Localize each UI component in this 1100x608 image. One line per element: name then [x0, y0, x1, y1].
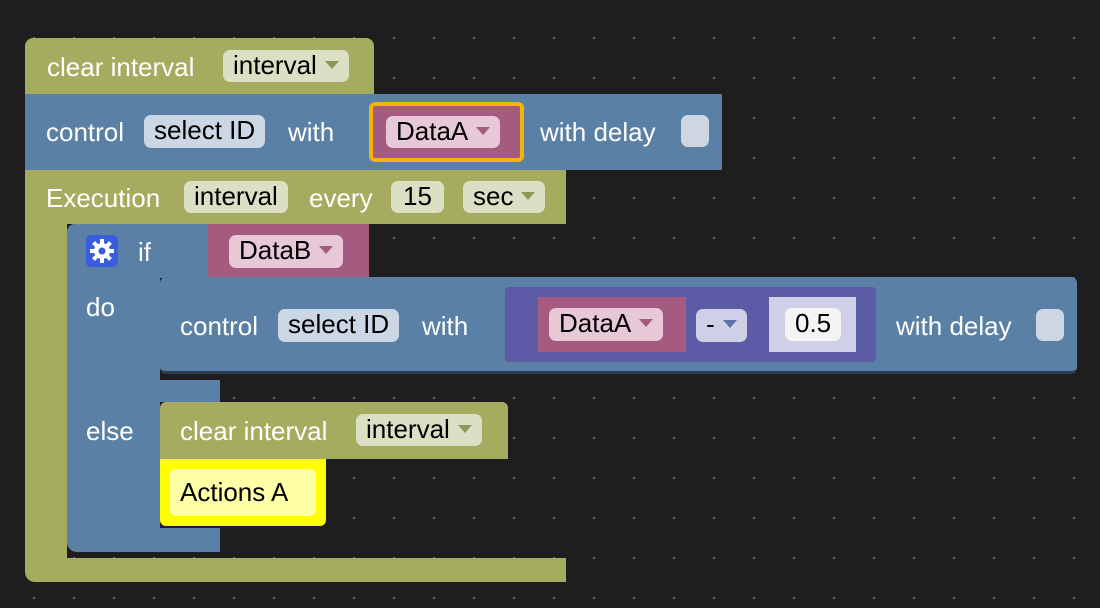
with-delay-label: with delay: [896, 311, 1012, 341]
select-id-dropdown[interactable]: select ID: [144, 115, 266, 148]
condition-variable-block[interactable]: DataB: [208, 224, 369, 278]
select-id-dropdown[interactable]: select ID: [278, 309, 400, 342]
chevron-down-icon: [639, 319, 654, 328]
every-value-field[interactable]: 15: [391, 181, 444, 213]
with-delay-checkbox[interactable]: [1036, 309, 1064, 341]
if-else-footer: [67, 528, 220, 552]
with-label: with: [288, 117, 335, 147]
number-field[interactable]: 0.5: [785, 308, 842, 341]
interval-dropdown[interactable]: interval: [223, 50, 349, 82]
control-label: control: [180, 311, 259, 341]
dataa-variable-dropdown[interactable]: DataA: [386, 116, 501, 148]
with-delay-checkbox[interactable]: [681, 115, 709, 147]
operator-dropdown[interactable]: -: [696, 309, 747, 342]
else-label: else: [86, 416, 134, 446]
execution-block-arm: [25, 224, 67, 560]
clear-interval-label: clear interval: [180, 416, 328, 446]
if-else-divider: [67, 380, 220, 402]
interval-dropdown[interactable]: interval: [356, 414, 482, 446]
every-label: every: [309, 183, 373, 213]
left-operand-block[interactable]: DataA: [538, 297, 686, 352]
arithmetic-block[interactable]: DataA - 0.5: [505, 287, 876, 362]
chevron-down-icon: [722, 320, 737, 329]
chevron-down-icon: [457, 425, 472, 434]
do-control-block[interactable]: control select ID with DataA - 0.5 with …: [160, 277, 1077, 374]
selected-variable-block[interactable]: DataA: [369, 102, 524, 162]
actions-a-label: Actions A: [180, 477, 289, 507]
chevron-down-icon: [521, 192, 536, 201]
chevron-down-icon: [324, 61, 339, 70]
chevron-down-icon: [476, 127, 491, 136]
if-label: if: [138, 237, 151, 267]
execution-label: Execution: [46, 183, 161, 213]
unit-dropdown[interactable]: sec: [463, 181, 546, 213]
dataa-variable-dropdown[interactable]: DataA: [549, 308, 664, 341]
with-label: with: [422, 311, 469, 341]
execution-block-header[interactable]: Execution interval every 15 sec: [25, 170, 566, 224]
gear-icon[interactable]: [86, 235, 118, 267]
clear-interval-block-top[interactable]: clear interval interval: [25, 38, 374, 96]
else-clear-interval-block[interactable]: clear interval interval: [160, 402, 508, 459]
control-block-top[interactable]: control select ID with DataA with delay: [25, 94, 722, 170]
execution-block-footer: [25, 558, 566, 582]
with-delay-label: with delay: [540, 117, 656, 147]
actions-a-field-bg: Actions A: [170, 469, 316, 516]
datab-variable-dropdown[interactable]: DataB: [229, 235, 344, 268]
do-label: do: [86, 292, 115, 322]
chevron-down-icon: [319, 246, 334, 255]
clear-interval-label: clear interval: [47, 52, 195, 82]
right-operand-block[interactable]: 0.5: [769, 297, 856, 352]
control-label: control: [46, 117, 125, 147]
execution-interval-field[interactable]: interval: [184, 181, 288, 213]
actions-a-block[interactable]: Actions A: [160, 459, 326, 526]
